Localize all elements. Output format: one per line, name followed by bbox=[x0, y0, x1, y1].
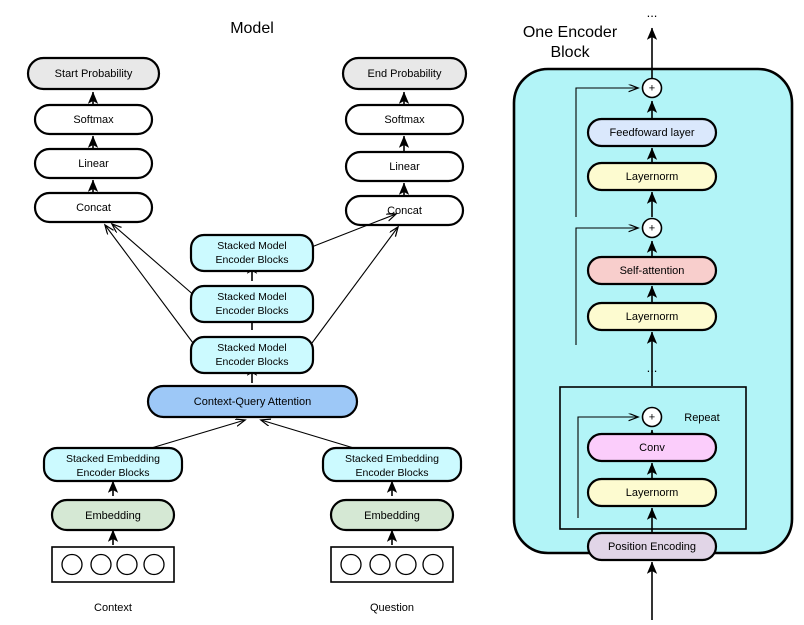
node-start-probability[interactable]: Start Probability bbox=[26, 56, 161, 91]
node-context-stacked-embedding-encoder[interactable]: Stacked Embedding Encoder Blocks bbox=[42, 446, 184, 483]
node-label: Linear bbox=[389, 161, 420, 173]
node-label: Softmax bbox=[384, 114, 425, 126]
question-caption: Question bbox=[370, 602, 414, 614]
add-node-feedforward bbox=[641, 77, 663, 99]
context-token-2 bbox=[116, 553, 138, 576]
node-context-query-attention[interactable]: Context-Query Attention bbox=[146, 384, 359, 419]
node-label-line2: Encoder Blocks bbox=[216, 254, 289, 266]
node-end-probability[interactable]: End Probability bbox=[341, 56, 468, 91]
question-token-row bbox=[330, 546, 454, 583]
plus-symbol-conv: + bbox=[649, 411, 655, 423]
context-token-0 bbox=[61, 553, 83, 576]
node-label: Embedding bbox=[85, 510, 141, 522]
node-label: End Probability bbox=[368, 68, 442, 80]
question-token-1 bbox=[369, 553, 391, 576]
question-token-0 bbox=[340, 553, 362, 576]
node-linear-start[interactable]: Linear bbox=[33, 147, 154, 180]
add-node-conv bbox=[641, 406, 663, 428]
node-position-encoding[interactable]: Position Encoding bbox=[586, 531, 718, 562]
node-label-line2: Encoder Blocks bbox=[77, 467, 150, 479]
node-concat-start[interactable]: Concat bbox=[33, 191, 154, 224]
node-layernorm-attention[interactable]: Layernorm bbox=[586, 301, 718, 332]
repeat-group-box bbox=[559, 386, 747, 530]
node-self-attention[interactable]: Self-attention bbox=[586, 255, 718, 286]
node-stacked-model-encoder-top[interactable]: Stacked Model Encoder Blocks bbox=[189, 233, 315, 273]
node-question-stacked-embedding-encoder[interactable]: Stacked Embedding Encoder Blocks bbox=[321, 446, 463, 483]
model-title: Model bbox=[230, 20, 274, 37]
node-label: Context-Query Attention bbox=[194, 396, 311, 408]
node-label: Linear bbox=[78, 158, 109, 170]
node-question-embedding[interactable]: Embedding bbox=[329, 498, 455, 532]
add-node-attention bbox=[641, 217, 663, 239]
node-label: Layernorm bbox=[626, 311, 679, 323]
node-label: Position Encoding bbox=[608, 541, 696, 553]
plus-symbol-attention: + bbox=[649, 222, 655, 234]
question-token-3 bbox=[422, 553, 444, 576]
node-label: Self-attention bbox=[620, 265, 685, 277]
node-concat-end[interactable]: Concat bbox=[344, 194, 465, 227]
node-label: Conv bbox=[639, 442, 665, 454]
node-label-line2: Encoder Blocks bbox=[356, 467, 429, 479]
node-stacked-model-encoder-bottom[interactable]: Stacked Model Encoder Blocks bbox=[189, 335, 315, 375]
encoder-title-line1: One Encoder bbox=[523, 24, 618, 41]
context-token-row bbox=[51, 546, 175, 583]
node-feedforward-layer[interactable]: Feedfoward layer bbox=[586, 117, 718, 148]
encoder-top-dots: ... bbox=[647, 5, 658, 20]
node-softmax-end[interactable]: Softmax bbox=[344, 103, 465, 136]
context-token-1 bbox=[90, 553, 112, 576]
node-label-line1: Stacked Embedding bbox=[66, 453, 160, 465]
node-label: Embedding bbox=[364, 510, 420, 522]
node-context-embedding[interactable]: Embedding bbox=[50, 498, 176, 532]
node-label-line1: Stacked Model bbox=[217, 240, 286, 252]
node-label: Layernorm bbox=[626, 171, 679, 183]
node-label: Feedfoward layer bbox=[610, 127, 695, 139]
node-label: Start Probability bbox=[55, 68, 133, 80]
encoder-title-line2: Block bbox=[550, 44, 590, 61]
node-stacked-model-encoder-mid[interactable]: Stacked Model Encoder Blocks bbox=[189, 284, 315, 324]
question-token-2 bbox=[395, 553, 417, 576]
node-layernorm-feedforward[interactable]: Layernorm bbox=[586, 161, 718, 192]
node-label-line2: Encoder Blocks bbox=[216, 305, 289, 317]
context-token-3 bbox=[143, 553, 165, 576]
node-label-line2: Encoder Blocks bbox=[216, 356, 289, 368]
node-layernorm-conv[interactable]: Layernorm bbox=[586, 477, 718, 508]
node-label-line1: Stacked Model bbox=[217, 342, 286, 354]
node-label-line1: Stacked Embedding bbox=[345, 453, 439, 465]
plus-symbol-feedforward: + bbox=[649, 82, 655, 94]
node-conv[interactable]: Conv bbox=[586, 432, 718, 463]
node-label: Layernorm bbox=[626, 487, 679, 499]
node-linear-end[interactable]: Linear bbox=[344, 150, 465, 183]
node-label: Softmax bbox=[73, 114, 114, 126]
node-label-line1: Stacked Model bbox=[217, 291, 286, 303]
node-softmax-start[interactable]: Softmax bbox=[33, 103, 154, 136]
repeat-label: Repeat bbox=[684, 412, 719, 424]
context-caption: Context bbox=[94, 602, 132, 614]
node-label: Concat bbox=[76, 202, 111, 214]
